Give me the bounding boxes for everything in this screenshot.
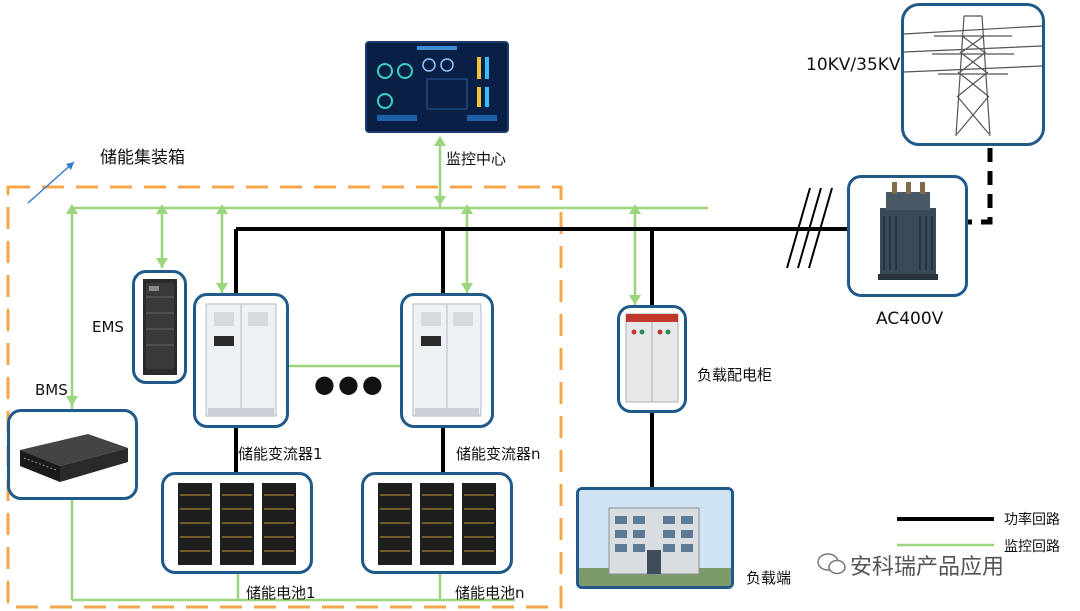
watermark-text: 安科瑞产品应用 [850,555,1005,580]
three-phase-marks [786,187,833,269]
monitor-center-screen [365,41,509,133]
container-arrow [27,161,75,204]
container-label: 储能集装箱 [100,148,185,168]
battery1-label: 储能电池1 [246,584,316,602]
load-cabinet-icon [625,313,679,403]
ems-label: EMS [92,318,124,336]
load-end-label: 负载端 [746,569,792,587]
building-icon [579,490,731,586]
dashboard-graphic [367,43,507,131]
wechat-icon [817,552,847,580]
transformer-label: AC400V [876,309,944,329]
transformer-icon [878,182,938,280]
pcsn-cabinet-icon [412,303,482,417]
batteryn-rack-icon [378,483,496,565]
bms-box [7,409,138,500]
load-cabinet-label: 负载配电柜 [697,366,773,384]
container-boundary [6,185,563,609]
ems-rack-icon [143,279,177,375]
pcs1-label: 储能变流器1 [238,445,323,463]
legend-monitor-label: 监控回路 [1004,539,1060,555]
pcsn-label: 储能变流器n [456,445,541,463]
battery1-box [161,472,313,574]
power-lines [234,227,852,488]
transformer-box [847,175,968,297]
grid-voltage-label: 10KV/35KV [806,55,901,75]
more-pcs-ellipsis: ●●● [314,370,386,398]
bms-device-icon [20,434,128,482]
grid-dashed-link [968,148,993,225]
monitor-lines [70,140,708,602]
legend-power-label: 功率回路 [1004,512,1060,528]
pcsn-box [400,293,494,428]
grid-tower-box [901,3,1045,146]
load-cabinet-box [617,305,687,413]
pcs1-cabinet-icon [205,303,277,417]
batteryn-label: 储能电池n [455,584,525,602]
pcs1-box [193,293,289,428]
bms-label: BMS [35,381,68,399]
batteryn-box [361,472,513,574]
load-end-box [576,487,734,589]
monitor-center-label: 监控中心 [446,150,507,168]
ems-box [132,270,187,384]
monitor-arrowheads [66,136,641,406]
battery1-rack-icon [178,483,296,565]
power-tower-icon [904,15,1042,137]
